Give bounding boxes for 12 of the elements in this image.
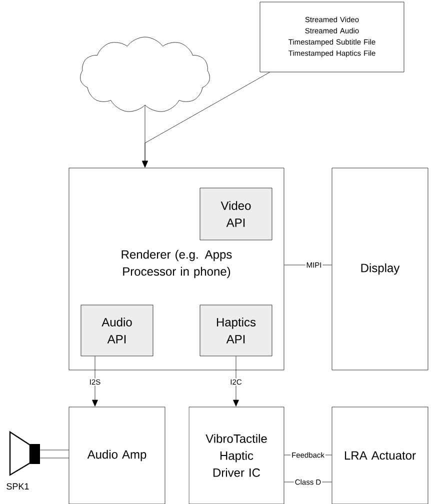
arrow <box>233 356 239 406</box>
block-box: VibroTactile Haptic Driver IC <box>188 406 284 504</box>
component-label: SPK1 <box>6 483 29 490</box>
block-box: Display <box>332 168 428 370</box>
api-box: Video API <box>200 188 272 240</box>
api-box: Audio API <box>80 304 154 356</box>
api-box: Haptics API <box>200 304 272 356</box>
arrow <box>142 72 270 168</box>
block-box: LRA Actuator <box>332 406 428 504</box>
arrow <box>92 356 98 406</box>
cloud-shape <box>80 36 210 112</box>
block-box: Audio Amp <box>68 406 166 504</box>
